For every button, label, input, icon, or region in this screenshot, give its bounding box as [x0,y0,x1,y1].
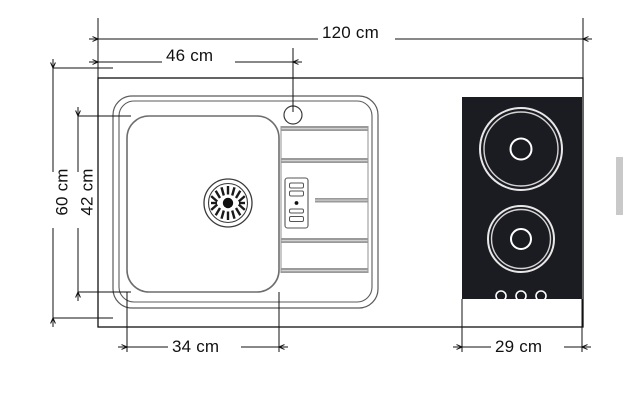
extension-lines [53,18,584,352]
stainless-steel-sink [112,95,379,309]
dimension-label-sink-depth: 42 cm [77,168,97,216]
dimension-lines [50,36,592,350]
dimension-label-sink-width: 46 cm [166,46,214,65]
page-edge-sliver [616,157,623,215]
dimension-label-overall-width: 120 cm [322,23,379,42]
overflow-strainer-panel [284,177,309,229]
sink-drain-strainer [203,178,253,228]
drainboard-grooves [280,126,369,273]
two-burner-cooktop [462,97,582,302]
dimension-label-bowl-width: 34 cm [172,337,220,356]
small-burner-ring [487,205,555,273]
dimension-label-countertop-depth: 60 cm [52,168,72,216]
burner-control-indicators [495,290,547,302]
dimension-label-cooktop-width: 29 cm [495,337,543,356]
sink-bowl [126,115,280,293]
large-burner-ring [479,107,563,191]
